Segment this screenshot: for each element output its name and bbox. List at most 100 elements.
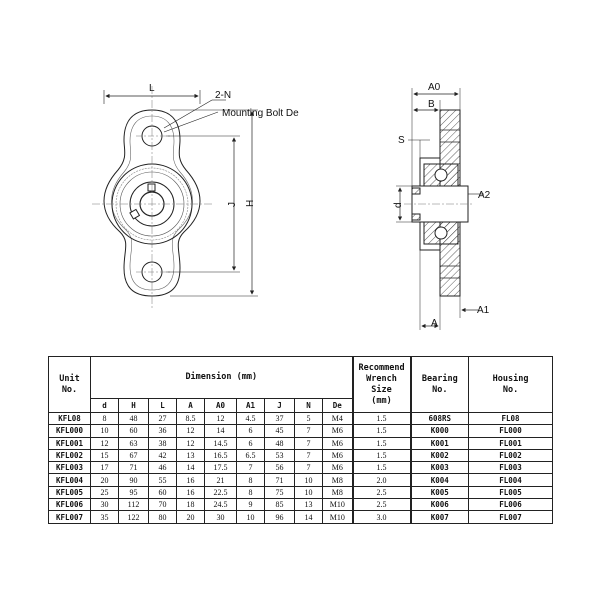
cell-dim-a0: 24.5 bbox=[204, 498, 237, 512]
cell-dim-j: 53 bbox=[264, 448, 295, 463]
cell-unit-no: KFL002 bbox=[48, 448, 91, 463]
cell-dim-de: M6 bbox=[321, 436, 354, 450]
cell-dim-a1: 10 bbox=[236, 510, 265, 524]
front-view-labels: L 2-N Mounting Bolt De J H bbox=[149, 83, 299, 207]
cell-dim-de: M6 bbox=[321, 448, 354, 463]
cell-dim-a1: 8 bbox=[236, 485, 265, 500]
label-mounting-bolt: Mounting Bolt De bbox=[222, 108, 299, 119]
specification-table: Unit No. Dimension (mm) Recommend Wrench… bbox=[48, 356, 554, 524]
cell-dim-h: 60 bbox=[118, 424, 149, 438]
cell-dim-l: 46 bbox=[148, 461, 177, 475]
header-dim-l: L bbox=[148, 398, 177, 413]
cell-dim-l: 42 bbox=[148, 448, 177, 463]
cell-dim-a: 14 bbox=[176, 461, 205, 475]
cell-dim-l: 55 bbox=[148, 473, 177, 487]
cell-dim-h: 63 bbox=[118, 436, 149, 450]
header-dim-n: N bbox=[294, 398, 323, 413]
label-H: H bbox=[245, 200, 256, 207]
cell-wrench-size: 2.0 bbox=[351, 473, 412, 487]
header-dim-a0: A0 bbox=[204, 398, 237, 413]
cell-dim-d: 30 bbox=[90, 498, 119, 512]
cell-dim-h: 48 bbox=[118, 411, 149, 426]
cell-dim-a: 18 bbox=[176, 498, 205, 512]
cell-unit-no: KFL08 bbox=[48, 411, 91, 426]
cell-dim-n: 7 bbox=[294, 448, 323, 463]
cell-unit-no: KFL003 bbox=[48, 461, 91, 475]
label-2-N: 2-N bbox=[215, 90, 231, 101]
cell-wrench-size: 3.0 bbox=[351, 510, 412, 524]
cell-bearing-no: K007 bbox=[409, 510, 470, 524]
cell-dim-a0: 16.5 bbox=[204, 448, 237, 463]
cell-dim-a: 12 bbox=[176, 424, 205, 438]
cell-dim-a1: 4.5 bbox=[236, 411, 265, 426]
label-A0: A0 bbox=[428, 82, 441, 93]
cell-dim-de: M10 bbox=[321, 498, 354, 512]
cell-dim-d: 17 bbox=[90, 461, 119, 475]
cell-dim-a1: 7 bbox=[236, 461, 265, 475]
cell-housing-no: FL000 bbox=[468, 424, 554, 438]
cell-dim-h: 67 bbox=[118, 448, 149, 463]
cell-dim-d: 8 bbox=[90, 411, 119, 426]
cell-dim-a: 8.5 bbox=[176, 411, 205, 426]
cell-dim-n: 7 bbox=[294, 436, 323, 450]
cell-wrench-size: 2.5 bbox=[351, 485, 412, 500]
cell-dim-a1: 8 bbox=[236, 473, 265, 487]
header-dim-a1: A1 bbox=[236, 398, 265, 413]
header-dim-j: J bbox=[264, 398, 295, 413]
cell-dim-h: 71 bbox=[118, 461, 149, 475]
side-view-labels: A0 B S A2 d A1 A bbox=[393, 82, 491, 329]
header-bearing-no: Bearing No. bbox=[409, 356, 470, 413]
set-screw-top bbox=[147, 183, 156, 192]
cell-dim-de: M8 bbox=[321, 473, 354, 487]
cell-dim-j: 75 bbox=[264, 485, 295, 500]
cell-dim-l: 80 bbox=[148, 510, 177, 524]
cell-dim-de: M6 bbox=[321, 424, 354, 438]
cell-unit-no: KFL006 bbox=[48, 498, 91, 512]
cell-dim-n: 5 bbox=[294, 411, 323, 426]
cell-dim-j: 48 bbox=[264, 436, 295, 450]
cell-dim-a: 16 bbox=[176, 485, 205, 500]
cell-dim-d: 25 bbox=[90, 485, 119, 500]
cell-bearing-no: K002 bbox=[409, 448, 470, 463]
label-A1: A1 bbox=[477, 305, 490, 316]
cell-housing-no: FL005 bbox=[468, 485, 554, 500]
header-wrench-size: Recommend Wrench Size (mm) bbox=[351, 356, 412, 413]
cell-wrench-size: 2.5 bbox=[351, 498, 412, 512]
cell-dim-j: 45 bbox=[264, 424, 295, 438]
cell-dim-h: 122 bbox=[118, 510, 149, 524]
header-unit-no: Unit No. bbox=[48, 356, 91, 413]
cell-bearing-no: K003 bbox=[409, 461, 470, 475]
cell-dim-n: 7 bbox=[294, 424, 323, 438]
header-dim-h: H bbox=[118, 398, 149, 413]
cell-bearing-no: K004 bbox=[409, 473, 470, 487]
cell-dim-de: M6 bbox=[321, 461, 354, 475]
cell-dim-l: 27 bbox=[148, 411, 177, 426]
cell-bearing-no: 608RS bbox=[409, 411, 470, 426]
cell-dim-a: 16 bbox=[176, 473, 205, 487]
cell-housing-no: FL004 bbox=[468, 473, 554, 487]
cell-dim-h: 95 bbox=[118, 485, 149, 500]
cell-dim-j: 37 bbox=[264, 411, 295, 426]
cell-housing-no: FL003 bbox=[468, 461, 554, 475]
cell-dim-j: 96 bbox=[264, 510, 295, 524]
cell-dim-h: 112 bbox=[118, 498, 149, 512]
cell-housing-no: FL002 bbox=[468, 448, 554, 463]
cell-dim-n: 10 bbox=[294, 485, 323, 500]
cell-wrench-size: 1.5 bbox=[351, 448, 412, 463]
technical-drawing: L 2-N Mounting Bolt De J H bbox=[92, 82, 491, 330]
label-B: B bbox=[428, 99, 435, 110]
cell-dim-l: 60 bbox=[148, 485, 177, 500]
header-dimension: Dimension (mm) bbox=[89, 356, 354, 399]
label-J: J bbox=[227, 202, 238, 207]
label-L: L bbox=[149, 83, 155, 94]
cell-dim-a1: 6.5 bbox=[236, 448, 265, 463]
cell-dim-d: 20 bbox=[90, 473, 119, 487]
cell-dim-l: 38 bbox=[148, 436, 177, 450]
cell-bearing-no: K005 bbox=[409, 485, 470, 500]
